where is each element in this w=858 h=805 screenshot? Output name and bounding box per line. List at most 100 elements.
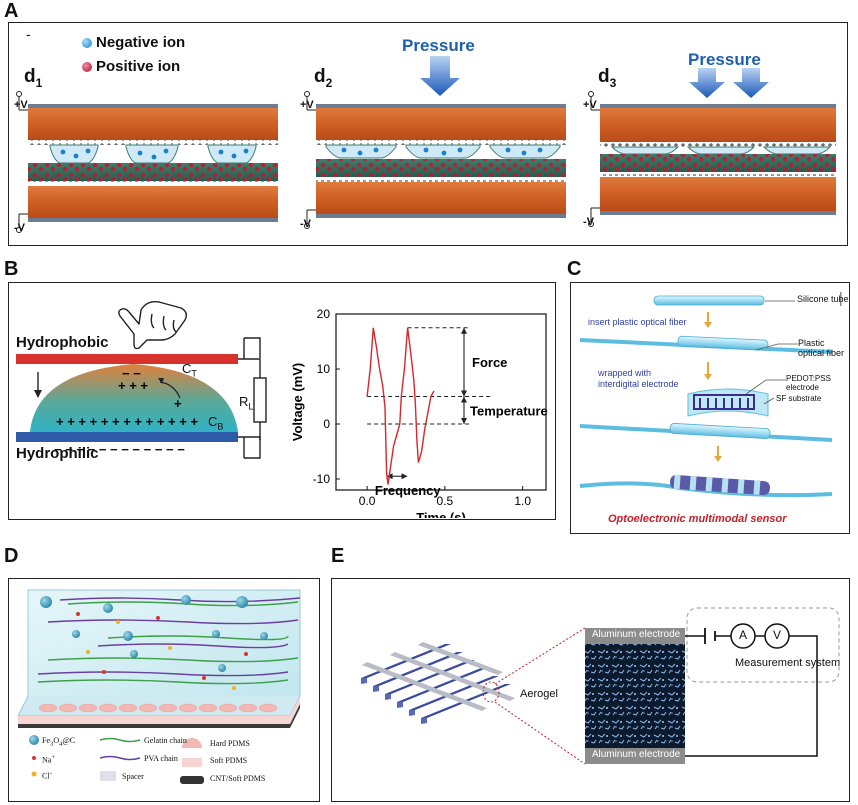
na-ions <box>76 612 248 680</box>
panel-d-label: D <box>4 545 19 567</box>
aerogel-label: Aerogel <box>520 688 558 700</box>
panel-a-dash: - <box>26 26 31 42</box>
hydrophobic-plate <box>16 354 238 364</box>
fe3o4-c: @C <box>62 736 76 745</box>
bottom-electrode <box>585 748 685 764</box>
pressure-arrow-d3-left <box>689 68 725 98</box>
positive-ion-icon <box>82 62 92 73</box>
hydrophobic-label: Hydrophobic <box>16 334 109 351</box>
ct-sub: T <box>191 368 197 379</box>
silicone-tube-label: Silicone tube <box>797 294 849 304</box>
pressure-label-d3: Pressure <box>688 50 761 69</box>
cl-ions <box>86 620 236 690</box>
fe3o4-o: O <box>53 736 60 745</box>
y-tick-label: -10 <box>313 472 331 486</box>
positive-ion-label: Positive ion <box>96 58 181 75</box>
y-axis-label: Voltage (mV) <box>290 363 305 442</box>
voltage-series-line <box>366 327 435 485</box>
wrapped-line-2: interdigital electrode <box>598 379 679 389</box>
pressure-label-d2: Pressure <box>402 36 475 55</box>
panel-a-diagram <box>16 56 836 233</box>
fe3o4-sub2: 4 <box>59 740 63 748</box>
d1-index: 1 <box>35 75 43 90</box>
silicone-tube <box>653 295 765 306</box>
d1-label: d1 <box>24 66 42 90</box>
panel-c-label: C <box>567 258 582 280</box>
spacer-legend: Spacer <box>122 772 144 781</box>
soft-pdms-legend: Soft PDMS <box>210 756 248 765</box>
rl-letter: R <box>239 394 249 409</box>
x-tick-label: 0.5 <box>437 494 454 508</box>
ct-letter: C <box>182 361 192 376</box>
pressure-arrow-d3-right <box>733 68 769 98</box>
load-resistor <box>253 377 267 423</box>
plus-v-d3: +V <box>583 99 597 111</box>
sensor-caption: Optoelectronic multimodal sensor <box>608 513 787 525</box>
d2-index: 2 <box>325 75 333 90</box>
fe3o4-sub1: 3 <box>50 740 54 748</box>
svg-text:+ + +: + + + <box>118 378 148 393</box>
cl-text: Cl <box>42 771 50 781</box>
measurement-label: Measurement system <box>735 657 841 669</box>
hydrophilic-label: Hydrophilic <box>16 445 99 462</box>
pedot-label: PEDOT:PSS electrode <box>786 374 831 392</box>
negative-ion-icon <box>82 38 92 49</box>
d2-label: d2 <box>314 66 332 90</box>
panel-a-label: A <box>4 0 19 22</box>
voltmeter-label: V <box>772 628 781 642</box>
d3-index: 3 <box>609 75 617 90</box>
ct-label: CT <box>182 361 197 379</box>
plastic-fiber-label: Plastic optical fiber <box>798 338 845 358</box>
minus-v-d3: -V <box>583 216 594 228</box>
cnt-pdms-legend: CNT/Soft PDMS <box>210 774 266 783</box>
na-text: Na <box>42 755 52 765</box>
device-d1 <box>16 91 278 233</box>
gelatin-legend: Gelatin chain <box>144 736 187 745</box>
device-d3 <box>588 68 836 227</box>
wrapped-line-1: wrapped with <box>598 368 652 378</box>
frequency-arrowheads <box>386 473 408 480</box>
ammeter-icon <box>730 623 756 649</box>
cb-label: CB <box>208 414 223 432</box>
na-legend: Na+ <box>42 754 55 765</box>
x-axis-label: Time (s) <box>416 510 466 518</box>
temperature-label: Temperature <box>470 403 548 418</box>
minus-v-d2: -V <box>300 218 311 230</box>
svg-text:− − − − − − − − − − − −: − − − − − − − − − − − − <box>54 442 185 457</box>
droplet-diagram: − − + + + + + + + + + + + + + + + + + − … <box>16 300 267 459</box>
cnt-pdms-layer <box>18 704 300 728</box>
d3-label: d3 <box>598 66 616 90</box>
cb-sub: B <box>217 421 224 432</box>
hard-pdms-legend: Hard PDMS <box>210 739 250 748</box>
pva-legend: PVA chain <box>144 754 178 763</box>
negative-ion-label: Negative ion <box>96 34 186 51</box>
bottom-electrode-label: Aluminum electrode <box>591 749 681 760</box>
cl-legend: Cl- <box>42 770 52 781</box>
insert-fiber-label: insert plastic optical fiber <box>588 317 687 327</box>
panel-b-label: B <box>4 258 19 280</box>
ammeter-label: A <box>738 628 747 642</box>
positive-ion-legend: Positive ion <box>82 58 180 75</box>
x-tick-label: 1.0 <box>514 494 531 508</box>
svg-text:− −: − − <box>122 366 141 381</box>
force-label: Force <box>472 355 507 370</box>
d-legend-icons <box>29 735 204 784</box>
fe3o4-fe: Fe <box>42 736 50 745</box>
wrapped-sensor <box>670 474 770 496</box>
top-electrode <box>585 628 685 644</box>
voltmeter-icon <box>764 623 790 649</box>
frequency-label: Frequency <box>375 483 442 498</box>
fe3o4-legend: Fe3O4@C <box>42 736 75 748</box>
sf-substrate-label: SF substrate <box>776 394 822 403</box>
d2-letter: d <box>314 66 326 87</box>
svg-text:+ + + + + + + + + + + + +: + + + + + + + + + + + + + <box>56 414 198 429</box>
d1-letter: d <box>24 66 36 87</box>
panel-e-label: E <box>331 545 345 567</box>
y-tick-label: 10 <box>317 362 331 376</box>
top-electrode-label: Aluminum electrode <box>591 629 681 640</box>
svg-text:+: + <box>174 396 182 411</box>
cb-letter: C <box>208 414 218 429</box>
chart-plot-area <box>335 313 547 491</box>
plus-v-d1: +V <box>14 99 28 111</box>
